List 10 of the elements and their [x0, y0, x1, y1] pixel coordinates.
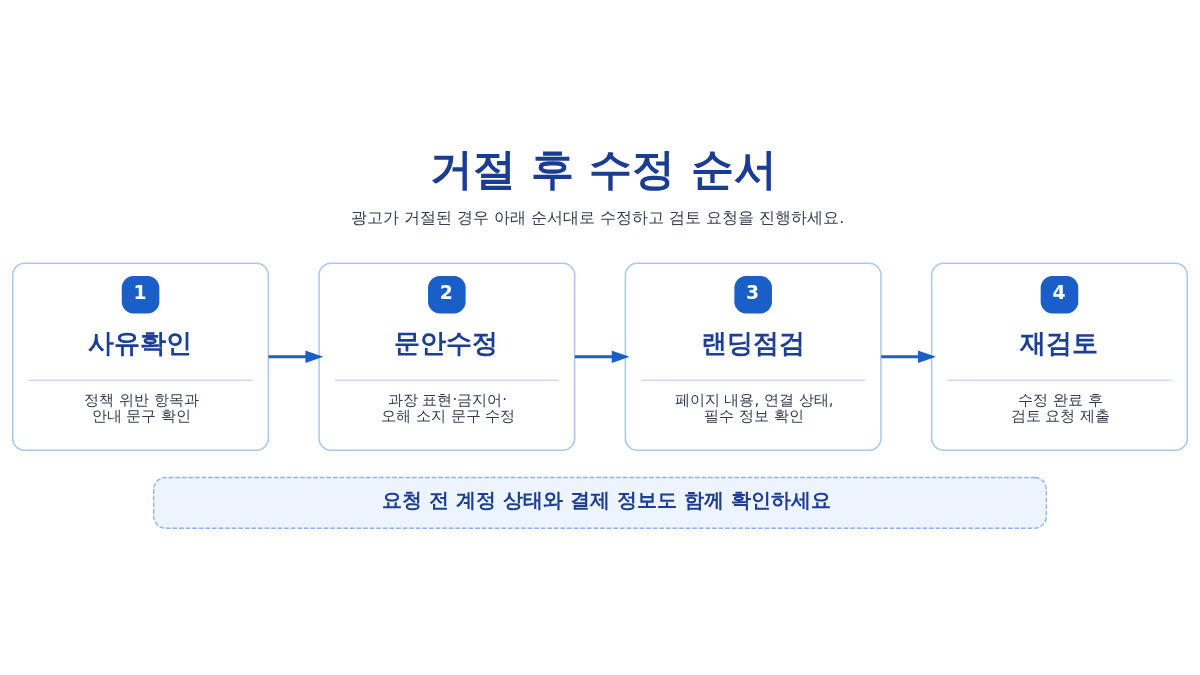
arrow [574, 350, 630, 364]
label: 광고가 거절된 경우 아래 순서대로 수정하고 검토 요청을 진행하세요. [350, 207, 845, 227]
diagram-title: 거절 후 수정 순서 [430, 144, 777, 195]
arrow [268, 350, 324, 364]
node-box: 4 재검토 수정 완료 후 검토 요청 제출 [930, 262, 1188, 451]
arrow [881, 350, 936, 364]
node-box: 요청 전 계정 상태와 결제 정보도 함께 확인하세요 [153, 476, 1047, 529]
node-box: 1 사유확인 정책 위반 항목과 안내 문구 확인 [12, 262, 270, 451]
node-box: 2 문안수정 과장 표현·금지어· 오해 소지 문구 수정 [318, 262, 576, 451]
node-box: 3 랜딩점검 페이지 내용, 연결 상태, 필수 정보 확인 [624, 262, 882, 451]
